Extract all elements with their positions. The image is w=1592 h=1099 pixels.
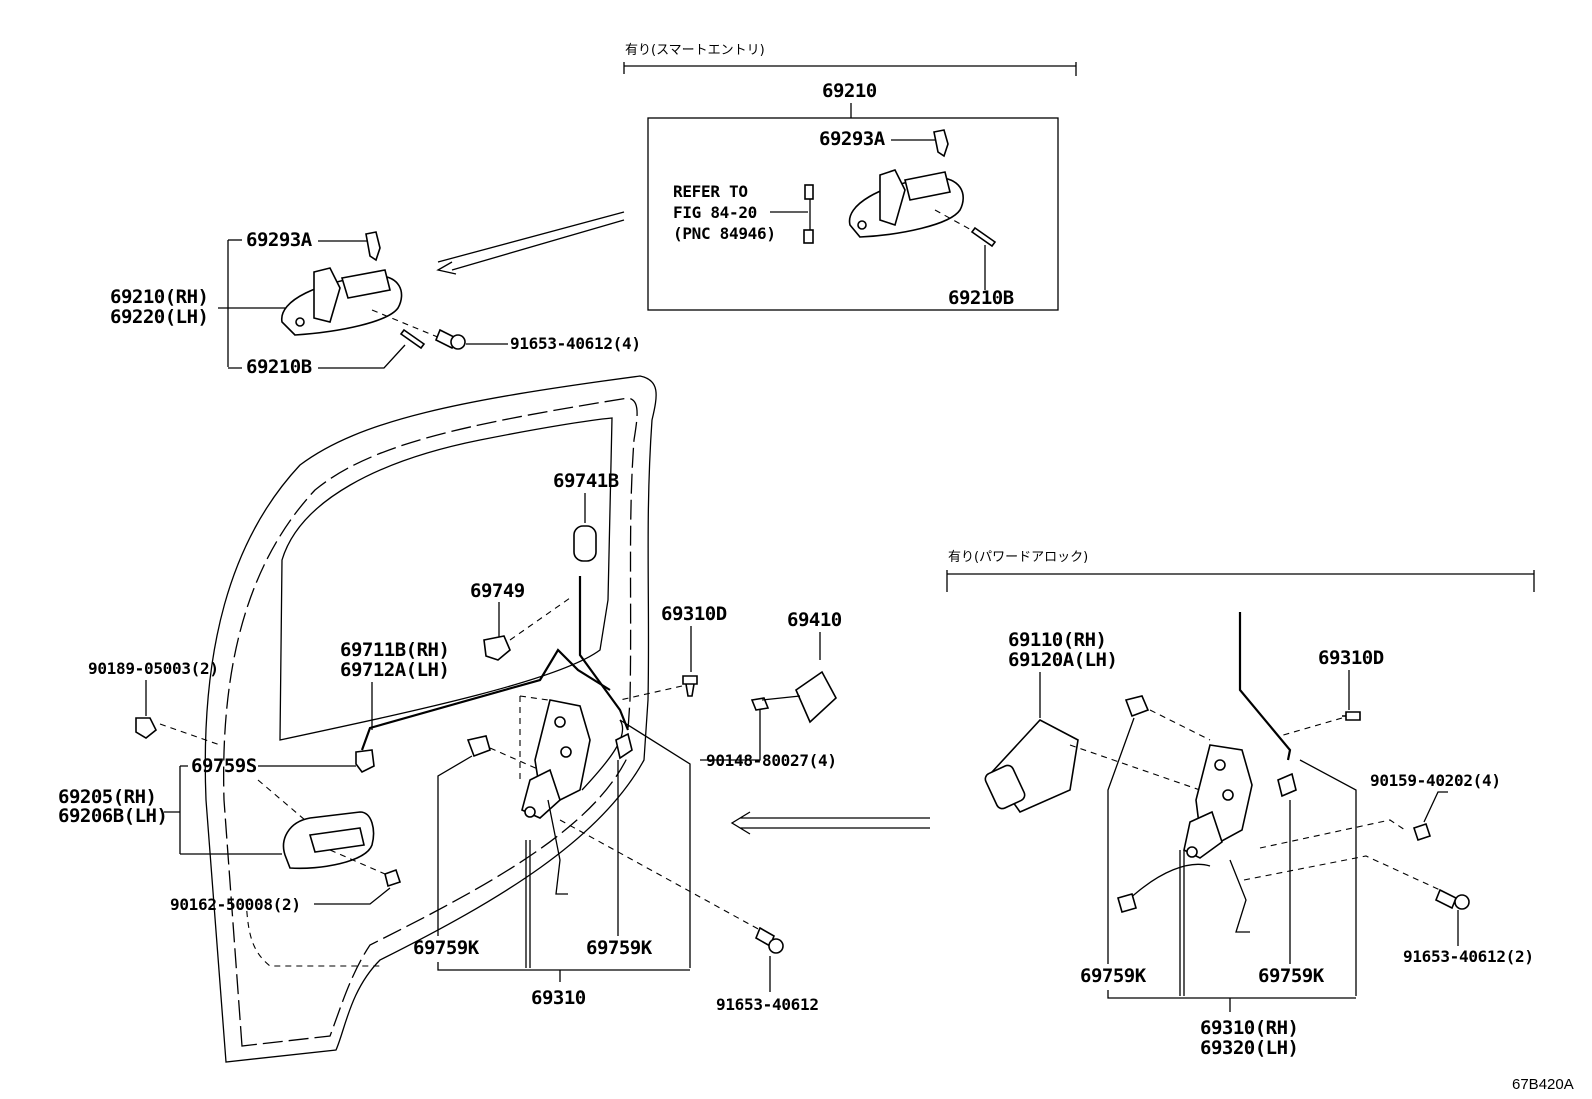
striker-69410-icon [795, 670, 837, 724]
clip-69293a-top-icon [933, 129, 949, 158]
door-handle-top-icon [848, 169, 964, 238]
smart-entry-condition-label: 有り(スマートエントリ) [625, 43, 765, 58]
part-69320lh-label: 69320(LH) [1200, 1037, 1298, 1059]
door-lock-assembly-icon [521, 699, 624, 895]
screw-90159-label: 90159-40202(4) [1370, 771, 1501, 790]
power-door-lock-condition-label: 有り(パワードアロック) [948, 550, 1088, 565]
smart-entry-bracket [623, 62, 1077, 76]
part-69711b-label: 69711B(RH) [340, 639, 449, 661]
clip-69759s-icon [355, 749, 375, 774]
wire-harness-icon [1125, 863, 1211, 903]
part-69110-label: 69110(RH) [1008, 629, 1106, 651]
screw-90148-icon [750, 697, 770, 711]
pin-69310d-icon [682, 675, 698, 697]
clip-69749-icon [483, 635, 511, 661]
power-door-lock-variant: 有り(パワードアロック) 69110(RH) 69120A(LH) 69310D [730, 550, 1535, 1059]
refer-line-2: FIG 84-20 [673, 203, 757, 222]
clip-69759k-left-icon [466, 735, 491, 758]
arrow-left-top-icon [436, 211, 625, 275]
clip-69759k-right-right-icon [1277, 772, 1297, 798]
actuator-motor-icon [984, 719, 1079, 813]
clip-90189-icon [135, 717, 158, 739]
link-rod-icon [360, 648, 611, 751]
door-group: 69741B 69749 69711B(RH) 69712A(LH) 69310… [58, 470, 842, 1014]
bolt-91653-door-icon [754, 926, 784, 954]
part-69210b-label: 69210B [246, 356, 312, 378]
screw-90162-icon [384, 868, 402, 888]
bolt-91653-right-label: 91653-40612(2) [1403, 947, 1534, 966]
lock-rod-icon [578, 576, 630, 731]
clip-69759k-right-left-icon [1124, 695, 1150, 718]
screw-90162-label: 90162-50008(2) [170, 895, 301, 914]
part-69741b-label: 69741B [553, 470, 619, 492]
part-69759k-right-label: 69759K [586, 937, 653, 959]
key-cylinder-top-icon [970, 226, 997, 248]
handle-group: 69293A 69210(RH) 69220(LH) 91653-40612(4… [110, 229, 641, 378]
bolt-91653-40612-4-label: 91653-40612(4) [510, 334, 641, 353]
part-69206b-label: 69206B(LH) [58, 805, 167, 827]
key-cylinder-icon [399, 328, 426, 350]
clip-69759k-right-icon [615, 732, 633, 760]
part-69120a-label: 69120A(LH) [1008, 649, 1117, 671]
smart-entry-box [647, 117, 1059, 311]
part-69712a-label: 69712A(LH) [340, 659, 449, 681]
part-69749-label: 69749 [470, 580, 525, 602]
power-lock-bracket [946, 570, 1535, 592]
connector-right-icon [1117, 893, 1137, 913]
part-69759k-right-left-label: 69759K [1080, 965, 1147, 987]
part-69293a-label: 69293A [246, 229, 313, 251]
refer-line-1: REFER TO [673, 182, 748, 201]
lock-rod-right-icon [1238, 612, 1292, 761]
part-69310-label: 69310 [531, 987, 586, 1009]
part-69759k-right-right-label: 69759K [1258, 965, 1325, 987]
part-69759s-label: 69759S [191, 755, 257, 777]
part-69310d-right-label: 69310D [1318, 647, 1384, 669]
smart-entry-variant: 有り(スマートエントリ) 69210 69293A REFER TO FIG 8… [436, 43, 1077, 311]
part-69293a-label-top: 69293A [819, 128, 886, 150]
part-69210-box-label: 69210 [822, 80, 877, 102]
door-handle-icon [281, 267, 403, 336]
arrow-left-lower-icon [730, 811, 930, 835]
part-69410-label: 69410 [787, 609, 842, 631]
rod-clip-69741b-icon [573, 525, 597, 562]
part-69759k-left-label: 69759K [413, 937, 480, 959]
part-69310d-label: 69310D [661, 603, 727, 625]
pin-69310d-right-icon [1342, 711, 1361, 721]
part-69220lh-label: 69220(LH) [110, 306, 208, 328]
bolt-91653-icon [434, 328, 466, 350]
clip-69293a-icon [365, 231, 381, 262]
refer-line-3: (PNC 84946) [673, 224, 776, 243]
bolt-91653-door-label: 91653-40612 [716, 995, 819, 1014]
part-69310rh-label: 69310(RH) [1200, 1017, 1298, 1039]
bolt-91653-right-icon [1434, 888, 1470, 910]
figure-code: 67B420A [1512, 1076, 1574, 1093]
connector-sensor-icon [803, 184, 814, 244]
part-69205-label: 69205(RH) [58, 786, 156, 808]
screw-90159-icon [1412, 822, 1432, 842]
screw-90148-label: 90148-80027(4) [706, 751, 837, 770]
inside-handle-icon [282, 811, 375, 870]
part-69210rh-label: 69210(RH) [110, 286, 208, 308]
clip-90189-label: 90189-05003(2) [88, 659, 219, 678]
door-lock-right-icon [1183, 744, 1253, 933]
part-69210b-label-top: 69210B [948, 287, 1014, 309]
